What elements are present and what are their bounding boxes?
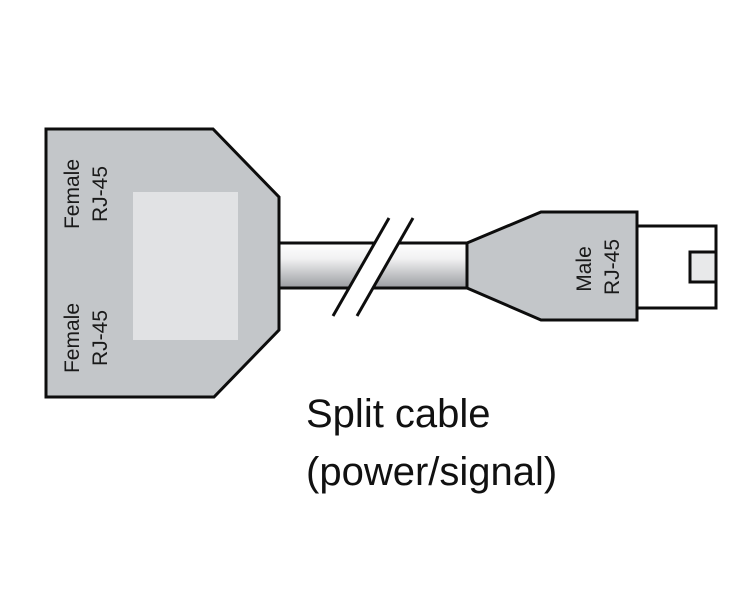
male-connector-body	[465, 210, 639, 322]
port-panel	[133, 192, 238, 340]
break-line-left	[331, 217, 391, 317]
female-bottom-label-line2: RJ-45	[89, 310, 112, 366]
male-plug-latch	[688, 250, 718, 284]
male-label-line2: RJ-45	[601, 239, 624, 295]
male-label-line1: Male	[573, 246, 596, 292]
cable	[279, 217, 467, 317]
caption-line2: (power/signal)	[306, 450, 558, 494]
female-bottom-label-line1: Female	[61, 303, 84, 373]
caption-line1: Split cable	[306, 392, 491, 436]
cable-break-gap	[333, 218, 413, 316]
female-splitter-housing: Female RJ-45 Female RJ-45	[44, 127, 281, 399]
male-connector: Male RJ-45	[465, 210, 718, 322]
female-top-label-line1: Female	[61, 159, 84, 229]
break-line-right	[355, 217, 415, 317]
female-top-label-line2: RJ-45	[89, 166, 112, 222]
